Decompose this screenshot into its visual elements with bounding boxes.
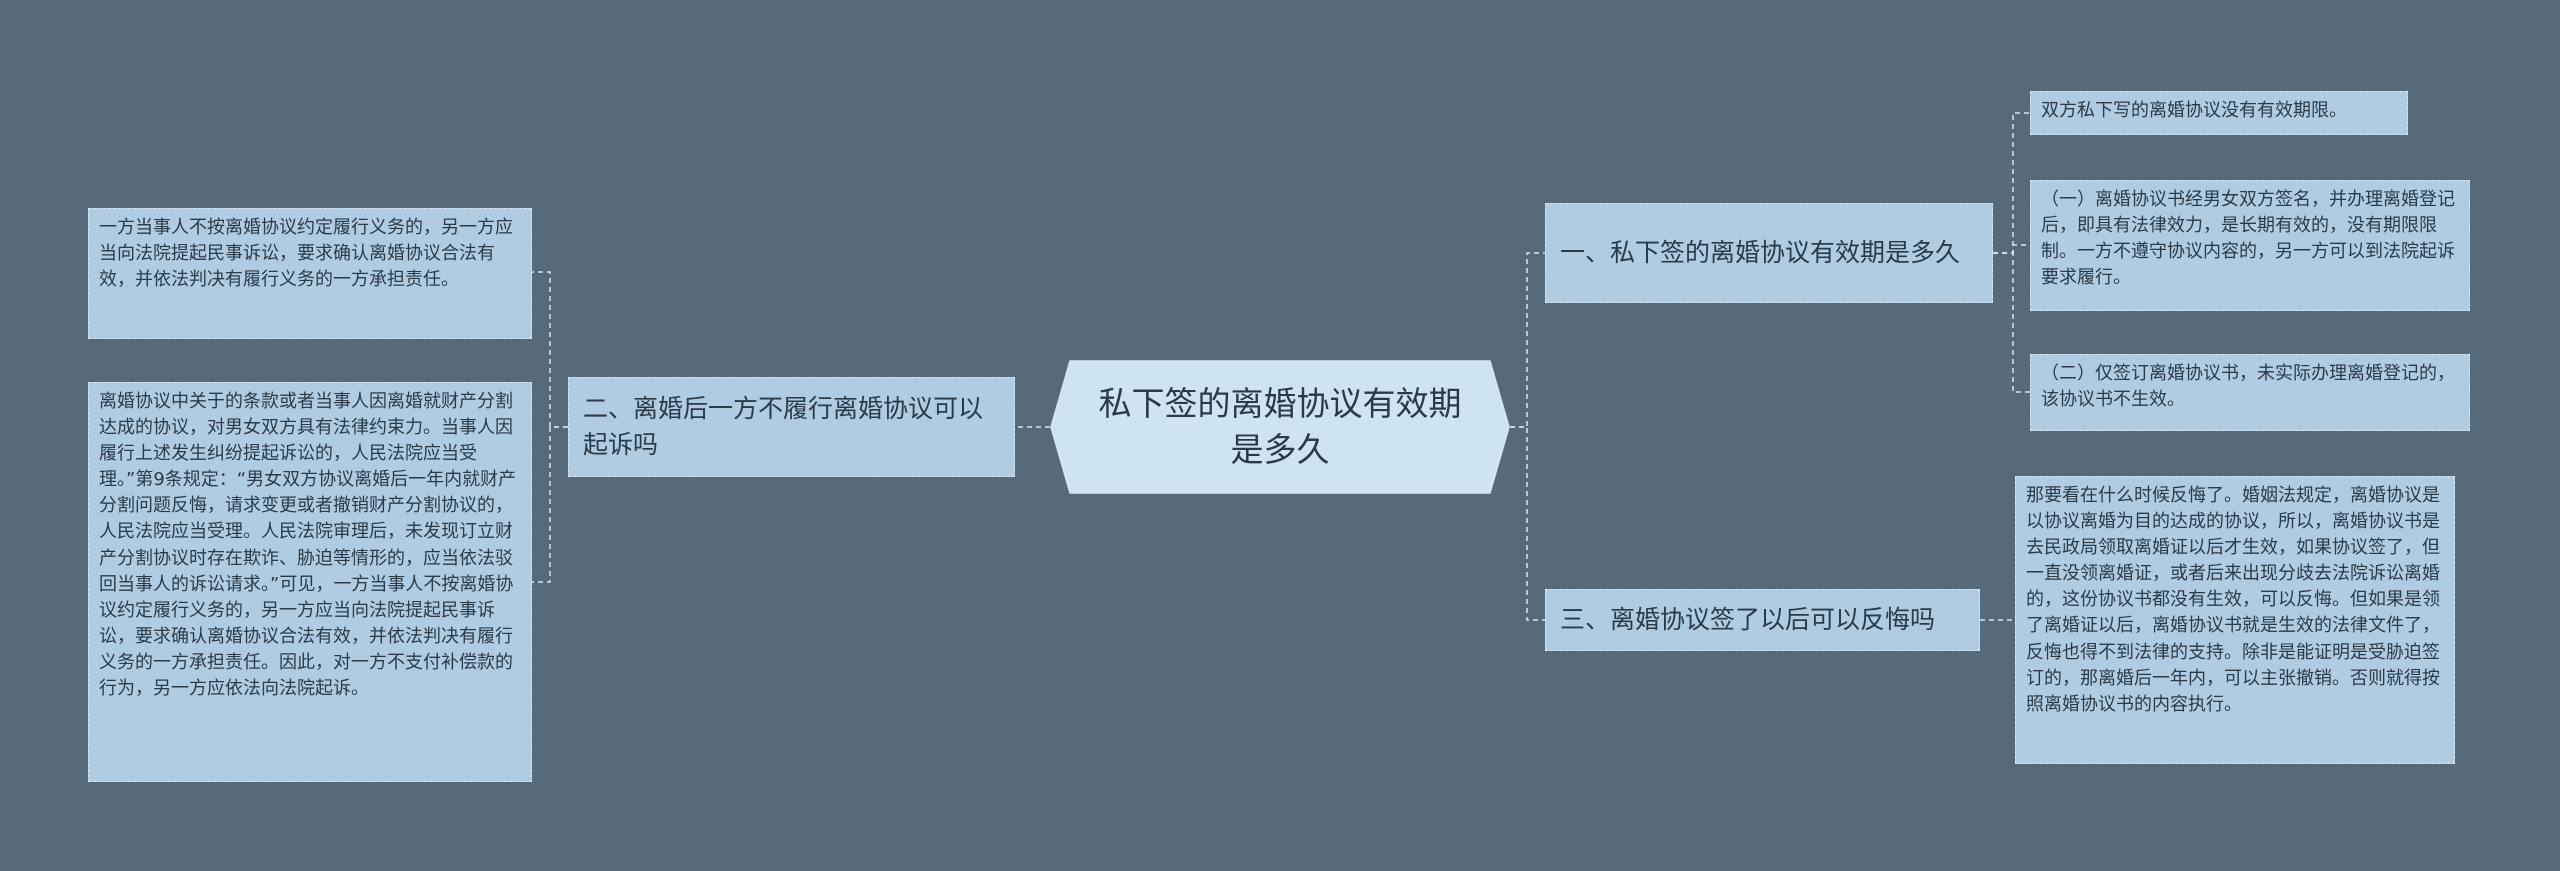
connector-b1-leaf3 bbox=[1993, 252, 2030, 393]
branch-1-leaf-1-text: 双方私下写的离婚协议没有有效期限。 bbox=[2041, 100, 2347, 121]
connector-root-b3 bbox=[1510, 426, 1545, 621]
branch-2-leaf-1[interactable]: 一方当事人不按离婚协议约定履行义务的，另一方应当向法院提起民事诉讼，要求确认离婚… bbox=[88, 208, 532, 339]
branch-2[interactable]: 二、离婚后一方不履行离婚协议可以起诉吗 bbox=[568, 377, 1015, 477]
branch-2-leaf-1-text: 一方当事人不按离婚协议约定履行义务的，另一方应当向法院提起民事诉讼，要求确认离婚… bbox=[99, 217, 513, 291]
connector-b2-leaf1 bbox=[532, 271, 568, 428]
connector-root-b1 bbox=[1510, 252, 1545, 428]
branch-2-leaf-2-text: 离婚协议中关于的条款或者当事人因离婚就财产分割达成的协议，对男女双方具有法律约束… bbox=[99, 391, 517, 700]
branch-1-label: 一、私下签的离婚协议有效期是多久 bbox=[1560, 237, 1961, 267]
branch-1-leaf-3-text: （二）仅签订离婚协议书，未实际办理离婚登记的，该协议书不生效。 bbox=[2041, 363, 2455, 411]
branch-1-leaf-2[interactable]: （一）离婚协议书经男女双方签名，并办理离婚登记后，即具有法律效力，是长期有效的，… bbox=[2030, 180, 2470, 311]
branch-3-leaf-1[interactable]: 那要看在什么时候反悔了。婚姻法规定，离婚协议是以协议离婚为目的达成的协议，所以，… bbox=[2015, 476, 2455, 764]
branch-3-leaf-1-text: 那要看在什么时候反悔了。婚姻法规定，离婚协议是以协议离婚为目的达成的协议，所以，… bbox=[2026, 485, 2440, 715]
connector-b2-leaf2 bbox=[532, 426, 568, 583]
branch-1-leaf-1[interactable]: 双方私下写的离婚协议没有有效期限。 bbox=[2030, 91, 2408, 135]
branch-3[interactable]: 三、离婚协议签了以后可以反悔吗 bbox=[1545, 589, 1980, 651]
branch-1[interactable]: 一、私下签的离婚协议有效期是多久 bbox=[1545, 203, 1993, 303]
root-hexagon bbox=[1050, 360, 1510, 494]
root-title: 私下签的离婚协议有效期是多久 bbox=[1098, 383, 1462, 469]
branch-2-label: 二、离婚后一方不履行离婚协议可以起诉吗 bbox=[583, 393, 984, 459]
branch-1-leaf-3[interactable]: （二）仅签订离婚协议书，未实际办理离婚登记的，该协议书不生效。 bbox=[2030, 354, 2470, 431]
branch-2-leaf-2[interactable]: 离婚协议中关于的条款或者当事人因离婚就财产分割达成的协议，对男女双方具有法律约束… bbox=[88, 382, 532, 782]
connector-b1-leaf2 bbox=[1993, 244, 2030, 254]
branch-3-label: 三、离婚协议签了以后可以反悔吗 bbox=[1560, 604, 1936, 634]
branch-1-leaf-2-text: （一）离婚协议书经男女双方签名，并办理离婚登记后，即具有法律效力，是长期有效的，… bbox=[2041, 189, 2455, 289]
root-node[interactable]: 私下签的离婚协议有效期是多久 bbox=[1050, 360, 1510, 494]
connector-b1-leaf1 bbox=[1993, 112, 2030, 254]
